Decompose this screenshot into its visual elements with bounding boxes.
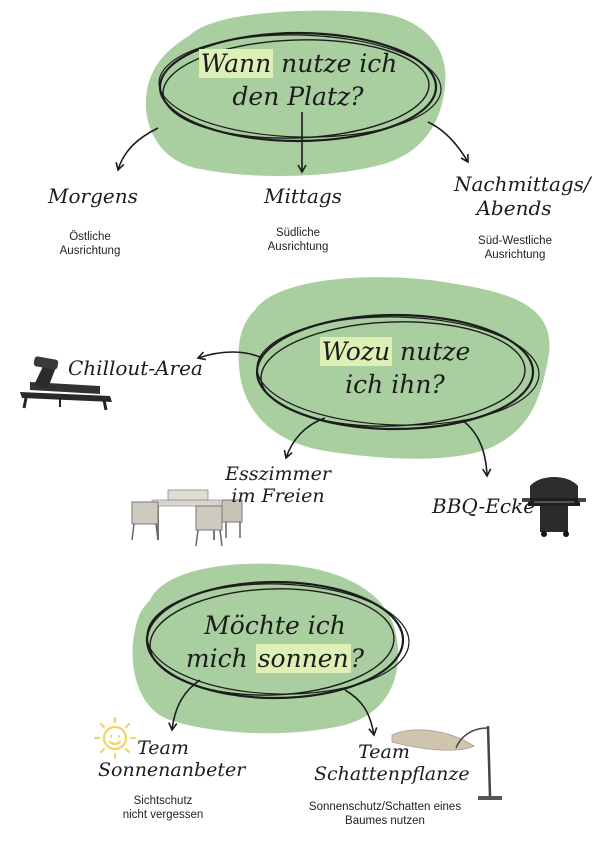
arrow-nachmittags (427, 121, 469, 164)
arrow-chillout (196, 351, 263, 361)
branch-sonnenanbeter-sub: Sichtschutz nicht vergessen (98, 794, 228, 823)
branch-schattenpflanze-sub-line2: Baumes nutzen (345, 815, 425, 828)
question-3-line2-pre: mich (185, 643, 256, 673)
branch-esszimmer-title-line2: im Freien (231, 484, 325, 507)
branch-sonnenanbeter-title-line1: Team (137, 737, 189, 759)
question-3-highlight: sonnen (255, 643, 351, 673)
branch-bbq-title: BBQ-Ecke (432, 494, 536, 518)
branch-sonnenanbeter-title: Team Sonnenanbeter (98, 737, 245, 782)
branch-nachmittags-title: Nachmittags/ Abends (454, 172, 591, 220)
question-3-line2-post: ? (350, 643, 365, 673)
question-1-line2: den Platz? (232, 81, 364, 111)
branch-sonnenanbeter-title-line2: Sonnenanbeter (98, 758, 246, 781)
arrow-sonnenanbeter (168, 679, 201, 732)
scribble-ellipse-3 (145, 580, 410, 700)
branch-mittags-title: Mittags (264, 184, 342, 208)
question-3-line1: Möchte ich (204, 611, 346, 640)
branch-chillout-title: Chillout-Area (68, 356, 203, 380)
branch-morgens-title: Morgens (48, 184, 138, 208)
sun-icon (93, 716, 137, 760)
branch-schattenpflanze-title-line1: Team (358, 741, 410, 763)
umbrella-icon (391, 725, 502, 800)
branch-nachmittags-title-line2: Abends (476, 196, 552, 220)
arrow-esszimmer (283, 417, 326, 460)
dining-set-icon (131, 489, 243, 547)
branch-mittags-sub-line1: Südliche (275, 227, 321, 239)
branch-schattenpflanze-title-line2: Schattenpflanze (314, 762, 470, 785)
branch-sonnenanbeter-sub-line2: nicht vergessen (122, 809, 204, 822)
arrow-bbq (461, 419, 492, 478)
arrow-morgens (115, 127, 159, 172)
branch-nachmittags-sub: Süd-Westliche Ausrichtung (460, 234, 570, 263)
question-1-line1-rest: nutze ich (273, 49, 398, 78)
branch-morgens-sub: Östliche Ausrichtung (40, 230, 140, 259)
scribble-ellipse-2 (255, 313, 540, 431)
branch-schattenpflanze-sub: Sonnenschutz/Schatten eines Baumes nutze… (290, 800, 480, 829)
question-2-line1-rest: nutze (392, 337, 471, 366)
branch-nachmittags-sub-line1: Süd-Westliche (478, 235, 552, 247)
branch-sonnenanbeter-sub-line1: Sichtschutz (133, 795, 193, 807)
branch-mittags-sub-line2: Ausrichtung (267, 241, 329, 254)
question-2-line2: ich ihn? (345, 369, 445, 399)
branch-mittags-sub: Südliche Ausrichtung (248, 226, 348, 255)
question-2-highlight: Wozu (319, 337, 393, 366)
branch-nachmittags-sub-line2: Ausrichtung (484, 249, 546, 262)
branch-esszimmer-title: Esszimmer im Freien (218, 463, 338, 508)
question-1-highlight: Wann (198, 49, 274, 78)
arrow-schattenpflanze (344, 689, 378, 737)
question-3: Möchte ich mich sonnen? (170, 610, 380, 675)
branch-schattenpflanze-sub-line1: Sonnenschutz/Schatten eines (308, 801, 462, 813)
branch-schattenpflanze-title: Team Schattenpflanze (314, 741, 470, 786)
question-1: Wann nutze ich den Platz? (168, 48, 428, 113)
question-2: Wozu nutze ich ihn? (280, 336, 510, 401)
branch-morgens-sub-line1: Östliche (69, 231, 111, 243)
lounger-icon (20, 356, 112, 411)
scribble-ellipse-1 (158, 31, 442, 143)
branch-morgens-sub-line2: Ausrichtung (59, 245, 121, 258)
branch-esszimmer-title-line1: Esszimmer (225, 463, 331, 485)
branch-nachmittags-title-line1: Nachmittags/ (454, 172, 591, 196)
grill-icon (522, 477, 586, 537)
